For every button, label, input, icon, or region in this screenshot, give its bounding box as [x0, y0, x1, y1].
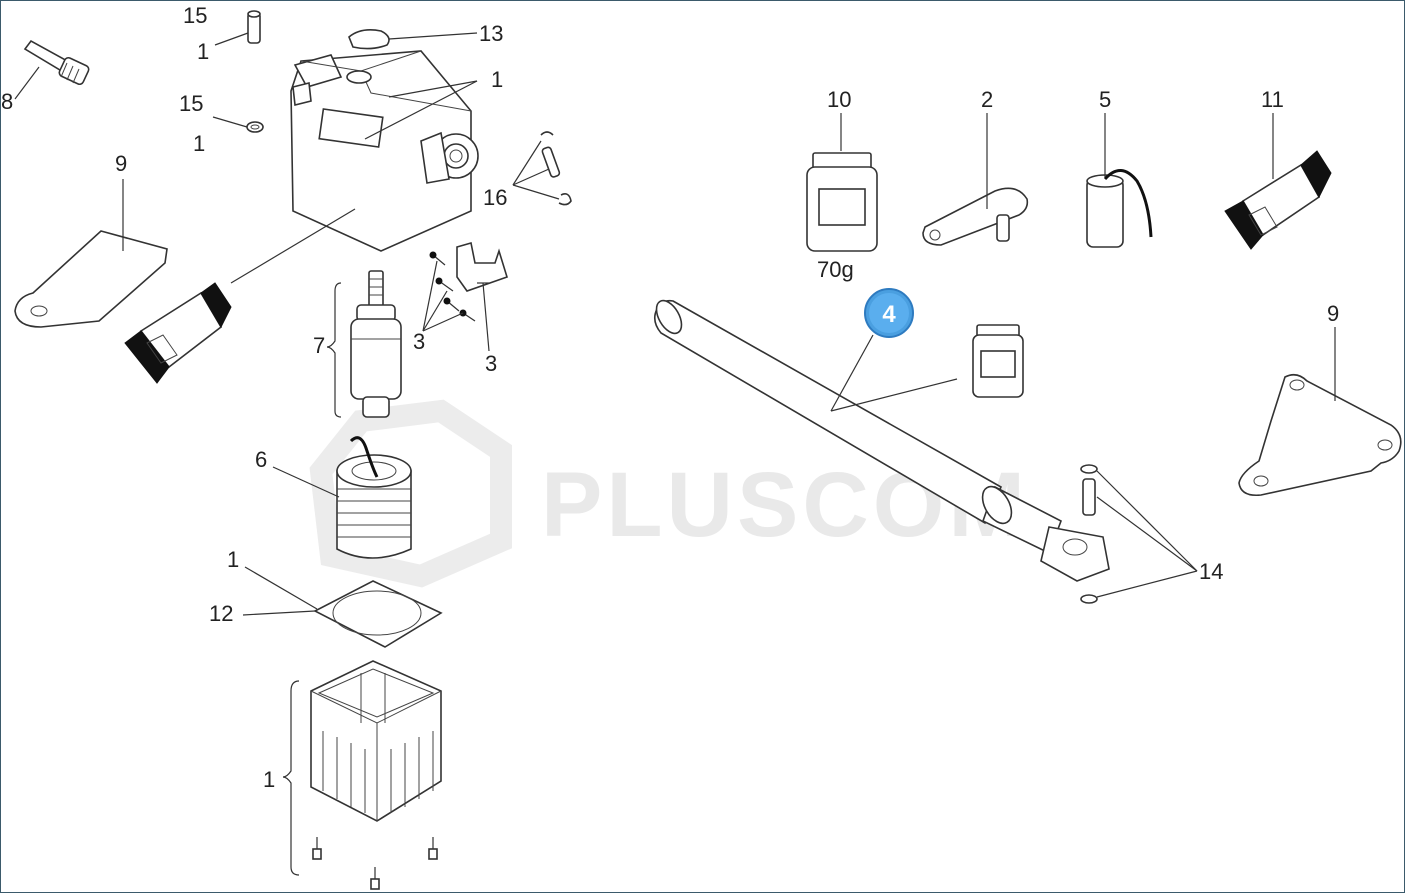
gasket-part	[242, 566, 443, 648]
callout-1: 1	[263, 767, 275, 792]
right-bracket-part	[1238, 327, 1402, 497]
screws-part	[422, 251, 476, 332]
cable-gland-part	[14, 39, 90, 100]
motor-housing-part	[290, 50, 479, 252]
callout-13: 13	[479, 21, 503, 46]
pin-part	[214, 10, 261, 46]
callout-12: 12	[209, 601, 233, 626]
capacitor-part	[1086, 113, 1153, 248]
callout-1: 1	[197, 39, 209, 64]
callout-11: 11	[1261, 87, 1284, 112]
callout-3: 3	[413, 329, 425, 354]
callout-8: 8	[1, 89, 13, 114]
callout-1: 1	[193, 131, 205, 156]
callout-9: 9	[115, 151, 127, 176]
clip-pin-part	[512, 131, 572, 206]
callout-5: 5	[1099, 87, 1111, 112]
pin-washers-part	[1080, 464, 1198, 604]
watermark: PLUSCOM	[309, 399, 1025, 588]
actuator-tube-part	[653, 299, 1110, 582]
callout-7: 7	[313, 333, 325, 358]
highlight-badge: 4	[864, 288, 914, 338]
mount-clip-part	[456, 241, 508, 352]
callout-15: 15	[179, 91, 203, 116]
release-handle-part	[922, 113, 1029, 246]
washer-part	[212, 116, 264, 133]
grease-tube-left	[124, 208, 356, 384]
left-bracket-part	[14, 179, 168, 328]
callout-3: 3	[485, 351, 497, 376]
callout-labels: 15 1 13 1 8 15 1 16 9 7 3 3 6 1 12 1 10 …	[1, 3, 1339, 792]
callout-6: 6	[255, 447, 267, 472]
callout-14: 14	[1199, 559, 1223, 584]
callout-16: 16	[483, 185, 507, 210]
callout-1: 1	[491, 67, 503, 92]
small-grease-jar	[972, 324, 1024, 398]
coil-part	[272, 436, 412, 559]
grease-tube-right	[1224, 113, 1332, 250]
cap-part	[348, 29, 478, 50]
badge-label: 4	[882, 301, 896, 328]
grease-jar-part	[806, 113, 878, 252]
motor-base-part	[282, 660, 442, 890]
callout-1: 1	[227, 547, 239, 572]
callout-10: 10	[827, 87, 851, 112]
weight-label: 70g	[817, 257, 854, 282]
callout-2: 2	[981, 87, 993, 112]
shaft-assembly-part	[326, 270, 402, 418]
callout-15: 15	[183, 3, 207, 28]
callout-9: 9	[1327, 301, 1339, 326]
